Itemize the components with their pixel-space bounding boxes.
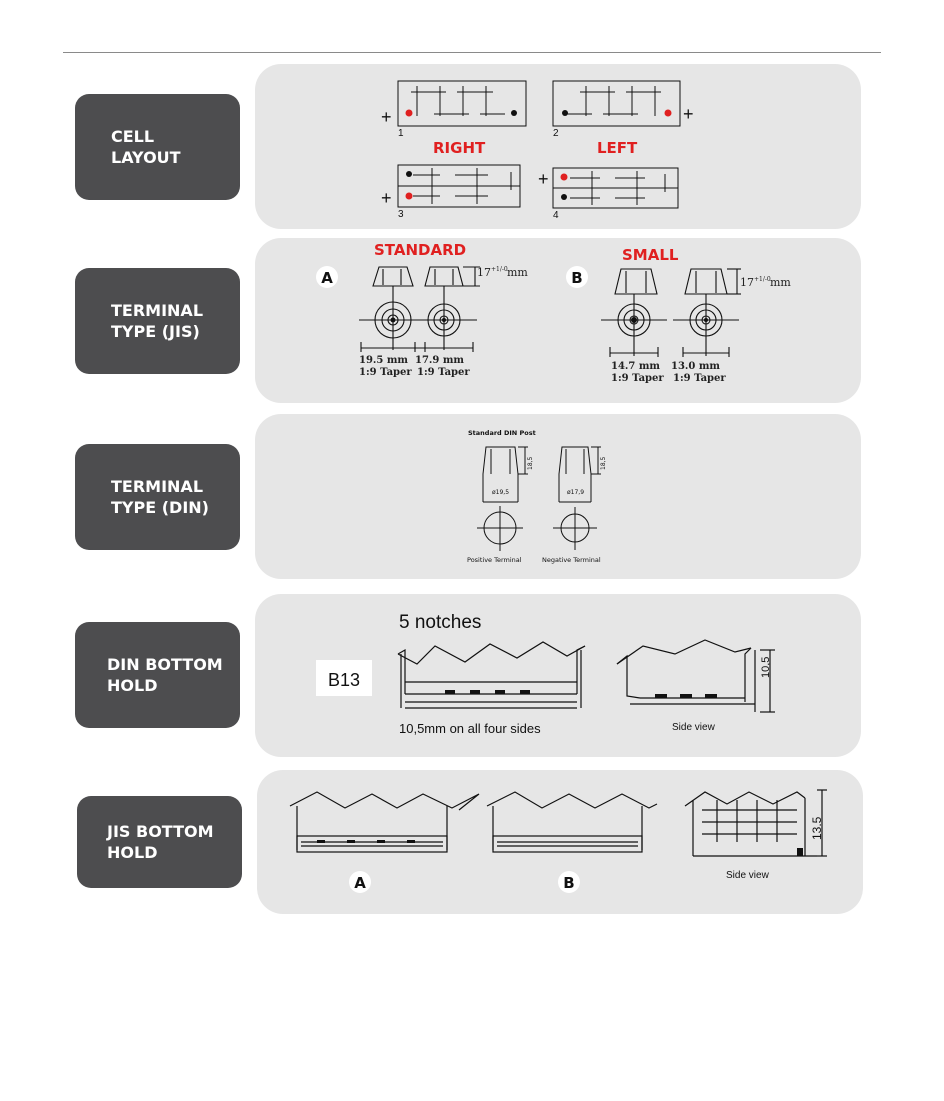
b13-code: B13 [328, 670, 360, 690]
small-height-value: 17 [740, 276, 754, 289]
dim-size-3: 14.7 mm [611, 361, 660, 372]
dim-taper-3: 1:9 Taper [611, 373, 664, 384]
left-label: LEFT [597, 139, 638, 157]
right-label: RIGHT [433, 139, 486, 157]
badge-a [316, 266, 338, 288]
panel-cell-layout: + + + + 1 2 3 4 RIGHT LEFT [255, 64, 861, 229]
label-line: CELL [111, 127, 155, 146]
plus-1: + [381, 107, 392, 127]
label-line: TYPE (JIS) [111, 322, 200, 341]
label-line: HOLD [107, 843, 158, 862]
plus-3: + [381, 188, 392, 208]
std-height-tol: +1/-0 [491, 266, 508, 273]
label-din-bottom-hold: DIN BOTTOM HOLD [75, 622, 240, 728]
label-jis-bottom-hold: JIS BOTTOM HOLD [77, 796, 242, 888]
jis-terminal-diagram: STANDARD SMALL A B [316, 241, 791, 384]
label-line: HOLD [107, 676, 158, 695]
cell-layout-diagram: + + + + 1 2 3 4 RIGHT LEFT [381, 80, 694, 221]
dim-taper-4: 1:9 Taper [673, 373, 726, 384]
layout-num-1: 1 [398, 128, 404, 139]
small-height-unit: mm [770, 276, 791, 289]
standard-label: STANDARD [374, 241, 466, 259]
jis-badge-b [558, 871, 580, 893]
plus-4: + [538, 169, 549, 189]
top-divider [63, 52, 881, 53]
dim-taper-1: 1:9 Taper [359, 367, 412, 378]
label-line: LAYOUT [111, 148, 181, 167]
panel-terminal-jis: STANDARD SMALL A B [255, 238, 861, 403]
label-line: TERMINAL [111, 301, 204, 320]
label-cell-layout: CELL LAYOUT [75, 94, 240, 200]
din-bottom-caption: 10,5mm on all four sides [399, 721, 541, 736]
label-line: DIN BOTTOM [107, 655, 223, 674]
dim-size-2: 17.9 mm [415, 355, 464, 366]
jis-badge-a-text: A [354, 874, 366, 892]
dim-size-1: 19.5 mm [359, 355, 408, 366]
b13-box [316, 660, 372, 696]
pos-terminal-label: Positive Terminal [467, 556, 522, 564]
layout-num-3: 3 [398, 209, 404, 220]
din-bottom-diagram: 5 notches B13 10,5mm on all four sides S… [316, 612, 775, 736]
pos-height: 18,5 [527, 456, 534, 470]
din-terminal-diagram: Standard DIN Post ø19,5 ø17,9 18,5 18,5 … [467, 429, 607, 564]
neg-height: 18,5 [600, 456, 607, 470]
pos-diameter: ø19,5 [492, 489, 509, 496]
small-label: SMALL [622, 246, 679, 264]
layout-num-4: 4 [553, 210, 559, 221]
jis-bottom-diagram: A B Side view 13.5 [289, 789, 827, 893]
panel-din-bottom-hold: 5 notches B13 10,5mm on all four sides S… [255, 594, 861, 757]
jis-badge-a [349, 871, 371, 893]
label-terminal-din: TERMINAL TYPE (DIN) [75, 444, 240, 550]
std-height-unit: mm [507, 266, 528, 279]
neg-diameter: ø17,9 [567, 489, 584, 496]
badge-a-text: A [321, 269, 333, 287]
dim-taper-2: 1:9 Taper [417, 367, 470, 378]
plus-2: + [683, 104, 694, 124]
neg-terminal-label: Negative Terminal [542, 556, 601, 564]
badge-b [566, 266, 588, 288]
label-line: TERMINAL [111, 477, 204, 496]
label-terminal-jis: TERMINAL TYPE (JIS) [75, 268, 240, 374]
jis-badge-b-text: B [563, 874, 574, 892]
jis-side-view: Side view [726, 870, 770, 881]
din-side-view: Side view [672, 722, 716, 733]
panel-jis-bottom-hold: A B Side view 13.5 [257, 770, 863, 914]
jis-dim: 13.5 [810, 816, 824, 840]
layout-num-2: 2 [553, 128, 559, 139]
panel-terminal-din: Standard DIN Post ø19,5 ø17,9 18,5 18,5 … [255, 414, 861, 579]
notches-label: 5 notches [399, 612, 481, 633]
badge-b-text: B [571, 269, 582, 287]
label-line: TYPE (DIN) [111, 498, 209, 517]
din-title: Standard DIN Post [468, 429, 536, 437]
din-dim: 10,5 [760, 657, 772, 678]
label-line: JIS BOTTOM [107, 822, 214, 841]
std-height-value: 17 [477, 266, 491, 279]
dim-size-4: 13.0 mm [671, 361, 720, 372]
small-height-tol: +1/-0 [754, 276, 771, 283]
